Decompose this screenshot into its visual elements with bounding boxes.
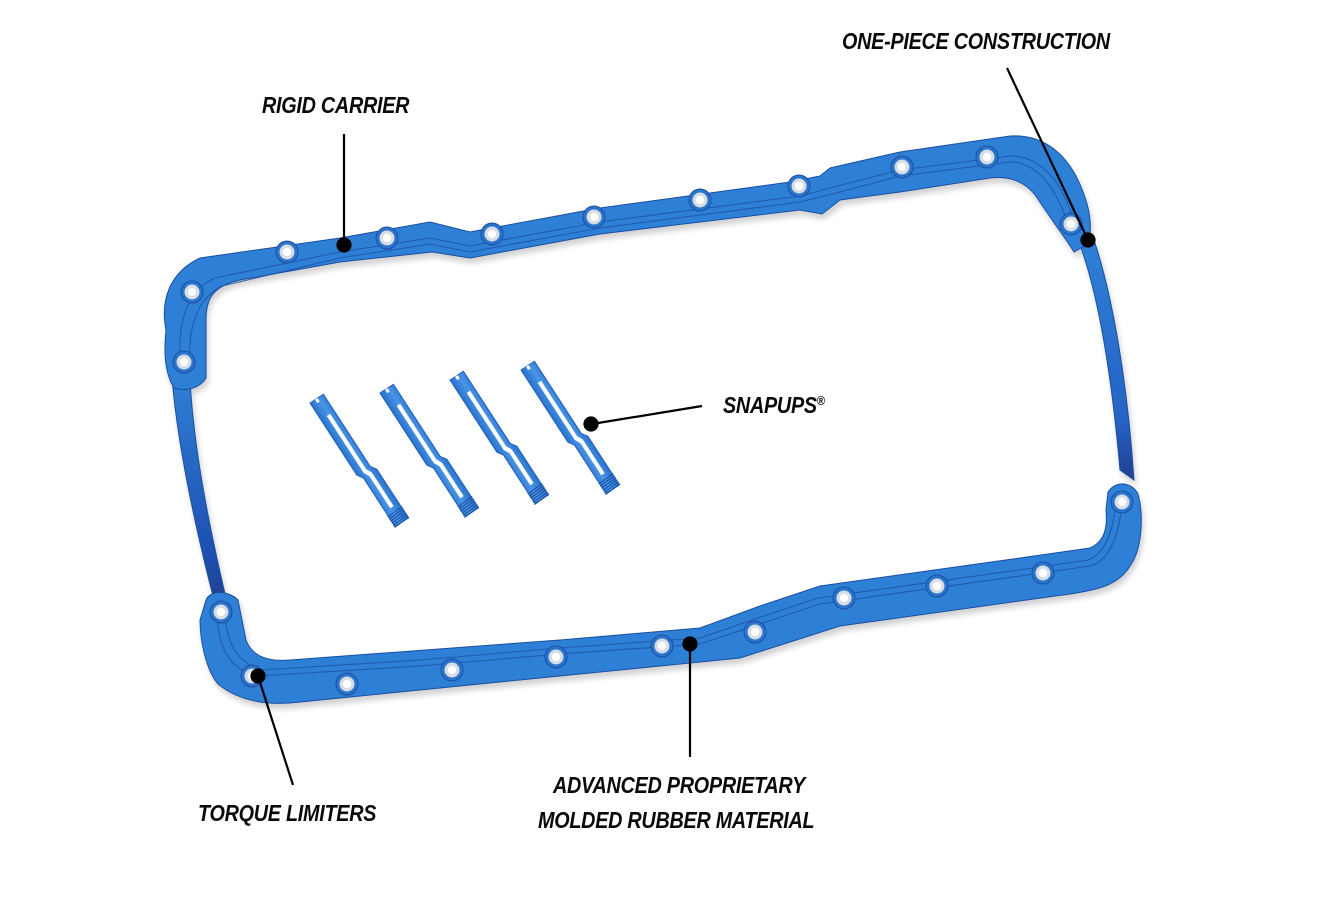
- callout-one-piece-construction: ONE-PIECE CONSTRUCTION: [842, 24, 1110, 60]
- bolt-hole-torque-limiter: [480, 222, 504, 246]
- callout-text: TORQUE LIMITERS: [198, 800, 377, 826]
- callout-text: RIGID CARRIER: [262, 92, 410, 118]
- bolt-hole-torque-limiter: [1031, 561, 1055, 585]
- stud-thread: [532, 491, 548, 503]
- leader-rigid-carrier: [336, 134, 352, 253]
- bolt-hole-torque-limiter: [440, 658, 464, 682]
- stud-thread: [394, 516, 410, 528]
- registered-mark: ®: [816, 393, 825, 408]
- leader-one-piece: [1006, 67, 1096, 248]
- stud-thread: [601, 477, 617, 489]
- bolt-holes: [172, 145, 1134, 696]
- callout-text: ADVANCED PROPRIETARY: [553, 772, 806, 798]
- snapup-stud: [449, 370, 550, 505]
- gasket-right-rail: [1079, 239, 1135, 482]
- callout-rubber-material-line2: MOLDED RUBBER MATERIAL: [538, 803, 815, 839]
- bolt-hole-torque-limiter: [209, 600, 233, 624]
- stud-thread: [602, 479, 618, 491]
- callout-text: ONE-PIECE CONSTRUCTION: [842, 28, 1110, 54]
- bolt-hole-torque-limiter: [925, 574, 949, 598]
- stud-thread: [392, 514, 408, 526]
- gasket-bottom-flange: [199, 483, 1142, 704]
- callout-rigid-carrier: RIGID CARRIER: [262, 88, 409, 124]
- callout-rubber-material-line1: ADVANCED PROPRIETARY: [553, 768, 805, 804]
- callout-text: SNAPUPS: [723, 392, 817, 418]
- gasket-frame: [163, 135, 1142, 704]
- stud-thread: [387, 506, 403, 518]
- leader-lines: [250, 67, 1096, 786]
- stud-thread: [605, 483, 621, 495]
- leader-snapups: [583, 404, 703, 432]
- bolt-hole-torque-limiter: [1110, 490, 1134, 514]
- gasket-grooves: [179, 155, 1123, 677]
- bolt-hole-torque-limiter: [180, 280, 204, 304]
- stud-thread: [534, 493, 550, 505]
- bolt-hole-torque-limiter: [582, 205, 606, 229]
- stud-thread: [598, 473, 614, 485]
- gasket-top-flange: [163, 135, 1091, 391]
- bolt-hole-torque-limiter: [172, 350, 196, 374]
- callout-snapups: SNAPUPS®: [723, 388, 825, 424]
- bolt-hole-torque-limiter: [1059, 212, 1083, 236]
- snapup-stud: [379, 383, 480, 518]
- stud-thread: [388, 508, 404, 520]
- stud-thread: [390, 510, 406, 522]
- stud-thread: [599, 475, 615, 487]
- stud-thread: [531, 489, 547, 501]
- bolt-hole-torque-limiter: [335, 672, 359, 696]
- stud-thread: [461, 502, 477, 514]
- snapup-studs: [309, 360, 621, 528]
- stud-thread: [464, 506, 480, 518]
- stud-thread: [603, 481, 619, 493]
- callout-text: MOLDED RUBBER MATERIAL: [538, 807, 815, 833]
- bolt-hole-torque-limiter: [275, 240, 299, 264]
- bolt-hole-torque-limiter: [650, 634, 674, 658]
- leader-rubber-material: [682, 636, 698, 757]
- stud-thread: [527, 483, 543, 495]
- stud-thread: [460, 500, 476, 512]
- stud-thread: [528, 485, 544, 497]
- bolt-hole-torque-limiter: [544, 645, 568, 669]
- bolt-hole-torque-limiter: [688, 188, 712, 212]
- bolt-hole-torque-limiter: [975, 145, 999, 169]
- stud-thread: [530, 487, 546, 499]
- bolt-hole-torque-limiter: [832, 586, 856, 610]
- bolt-hole-torque-limiter: [743, 620, 767, 644]
- snapup-stud: [520, 360, 621, 495]
- bolt-hole-torque-limiter: [787, 174, 811, 198]
- snapup-stud: [309, 393, 410, 528]
- leader-torque-limiters: [250, 668, 295, 786]
- bolt-hole-torque-limiter: [375, 226, 399, 250]
- stud-thread: [458, 498, 474, 510]
- stud-thread: [391, 512, 407, 524]
- bolt-hole-torque-limiter: [890, 155, 914, 179]
- stud-thread: [462, 504, 478, 516]
- stud-thread: [457, 496, 473, 508]
- callout-torque-limiters: TORQUE LIMITERS: [198, 796, 376, 832]
- gasket-left-rail: [171, 377, 227, 601]
